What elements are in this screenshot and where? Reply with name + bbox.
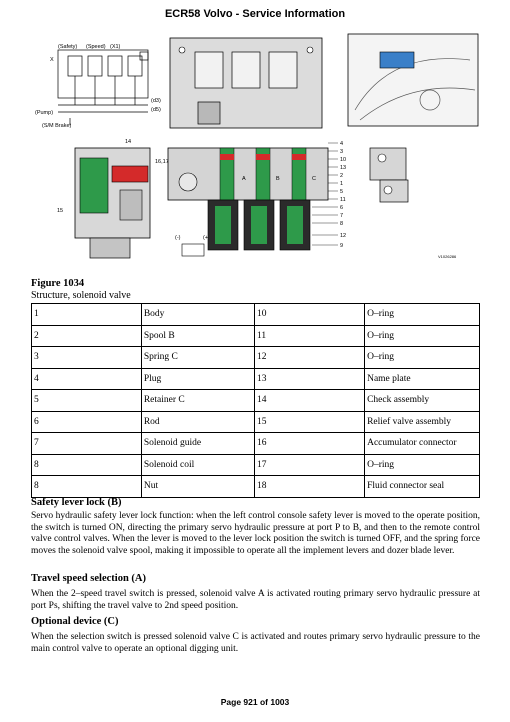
table-row: 8 Solenoid coil 17 O–ring (31, 453, 480, 476)
valve-letter-b: B (276, 176, 280, 182)
callout-6: 6 (340, 205, 343, 211)
schematic-port-x: X (50, 57, 54, 63)
table-cell: O–ring (364, 324, 480, 347)
table-cell: 13 (254, 367, 366, 390)
section-heading-travel-speed: Travel speed selection (A) (31, 573, 146, 584)
table-cell: 10 (254, 303, 366, 326)
table-row: 7 Solenoid guide 16 Accumulator connecto… (31, 432, 480, 455)
section-heading-optional-device: Optional device (C) (31, 616, 119, 627)
table-row: 3 Spring C 12 O–ring (31, 346, 480, 369)
schematic-label-speed: (Speed) (86, 44, 106, 50)
table-row: 6 Rod 15 Relief valve assembly (31, 410, 480, 433)
table-cell: 8 (31, 453, 142, 476)
callout-12: 12 (340, 233, 346, 239)
table-cell: Name plate (364, 367, 480, 390)
table-cell: 2 (31, 324, 142, 347)
table-row: 2 Spool B 11 O–ring (31, 324, 480, 347)
section-text-travel-speed: When the 2–speed travel switch is presse… (31, 589, 480, 611)
valve-detail-right (369, 147, 409, 203)
parts-table: 1 Body 10 O–ring 2 Spool B 11 O–ring 3 S… (31, 303, 480, 498)
callout-16-17-18: 16,17 18 (155, 159, 176, 165)
table-cell: 3 (31, 346, 142, 369)
callout-11: 11 (340, 197, 346, 203)
callouts-right: 4 3 10 13 2 1 5 11 6 7 8 12 9 (340, 141, 346, 249)
machine-location-inset (347, 33, 479, 127)
polarity-pos: (+) (203, 235, 210, 241)
callout-14: 14 (125, 139, 131, 145)
callout-10: 10 (340, 157, 346, 163)
table-cell: 7 (31, 432, 142, 455)
connector-plug (181, 243, 205, 257)
page-footer-number: Page 921 of 1003 (220, 697, 290, 707)
table-cell: Nut (140, 475, 256, 498)
callout-15: 15 (57, 208, 63, 214)
valve-detail-left (74, 147, 151, 259)
schematic-label-safety: (Safety) (58, 44, 77, 50)
table-cell: Relief valve assembly (364, 410, 480, 433)
table-row: 4 Plug 13 Name plate (31, 367, 480, 390)
callout-9: 9 (340, 243, 343, 249)
figure-caption-subtitle: Structure, solenoid valve (31, 290, 131, 301)
callout-1: 1 (340, 181, 343, 187)
table-cell: Check assembly (364, 389, 480, 412)
valve-letter-c: C (312, 176, 316, 182)
valve-section-center (167, 147, 329, 251)
callout-8: 8 (340, 221, 343, 227)
table-cell: 14 (254, 389, 366, 412)
section-text-optional-device: When the selection switch is pressed sol… (31, 632, 480, 654)
table-cell: Fluid connector seal (364, 475, 480, 498)
table-row: 5 Retainer C 14 Check assembly (31, 389, 480, 412)
solenoid-valve-figure: (Safety) (Speed) (X1) (Pump) (S/M Brake)… (30, 30, 480, 266)
callout-leader-lines (312, 142, 338, 246)
valve-letter-a: A (242, 176, 246, 182)
section-text-safety-lever-lock: Servo hydraulic safety lever lock functi… (31, 511, 480, 556)
callout-5: 5 (340, 189, 343, 195)
table-cell: O–ring (364, 303, 480, 326)
section-heading-safety-lever-lock: Safety lever lock (B) (31, 497, 122, 508)
callout-2: 2 (340, 173, 343, 179)
table-cell: Body (140, 303, 256, 326)
schematic-port-d3: (d3) (151, 98, 161, 104)
table-row: 8 Nut 18 Fluid connector seal (31, 475, 480, 498)
callout-3: 3 (340, 149, 343, 155)
table-cell: Spring C (140, 346, 256, 369)
table-cell: O–ring (364, 346, 480, 369)
figure-illustration: (Safety) (Speed) (X1) (Pump) (S/M Brake)… (35, 33, 479, 259)
table-cell: 18 (254, 475, 366, 498)
table-cell: 12 (254, 346, 366, 369)
schematic-label-sm-brake: (S/M Brake) (42, 123, 72, 129)
table-row: 1 Body 10 O–ring (31, 303, 480, 326)
hydraulic-schematic (57, 49, 149, 125)
table-cell: 5 (31, 389, 142, 412)
callout-7: 7 (340, 213, 343, 219)
table-cell: 6 (31, 410, 142, 433)
table-cell: 17 (254, 453, 366, 476)
table-cell: Spool B (140, 324, 256, 347)
polarity-neg: (-) (175, 235, 181, 241)
table-cell: 4 (31, 367, 142, 390)
figure-caption-title: Figure 1034 (31, 278, 85, 289)
table-cell: 15 (254, 410, 366, 433)
table-cell: 8 (31, 475, 142, 498)
table-cell: Solenoid coil (140, 453, 256, 476)
schematic-label-x1: (X1) (110, 44, 121, 50)
table-cell: Retainer C (140, 389, 256, 412)
page-header-title: ECR58 Volvo - Service Information (164, 8, 346, 20)
table-cell: 11 (254, 324, 366, 347)
callout-13: 13 (340, 165, 346, 171)
valve-block-top (169, 37, 323, 129)
figure-code: V1026286 (438, 254, 457, 259)
table-cell: 16 (254, 432, 366, 455)
table-cell: Accumulator connector (364, 432, 480, 455)
callout-4: 4 (340, 141, 343, 147)
table-cell: Rod (140, 410, 256, 433)
table-cell: 1 (31, 303, 142, 326)
table-cell: O–ring (364, 453, 480, 476)
table-cell: Solenoid guide (140, 432, 256, 455)
schematic-label-pump: (Pump) (35, 110, 53, 116)
table-cell: Plug (140, 367, 256, 390)
schematic-port-d5: (d5) (151, 107, 161, 113)
